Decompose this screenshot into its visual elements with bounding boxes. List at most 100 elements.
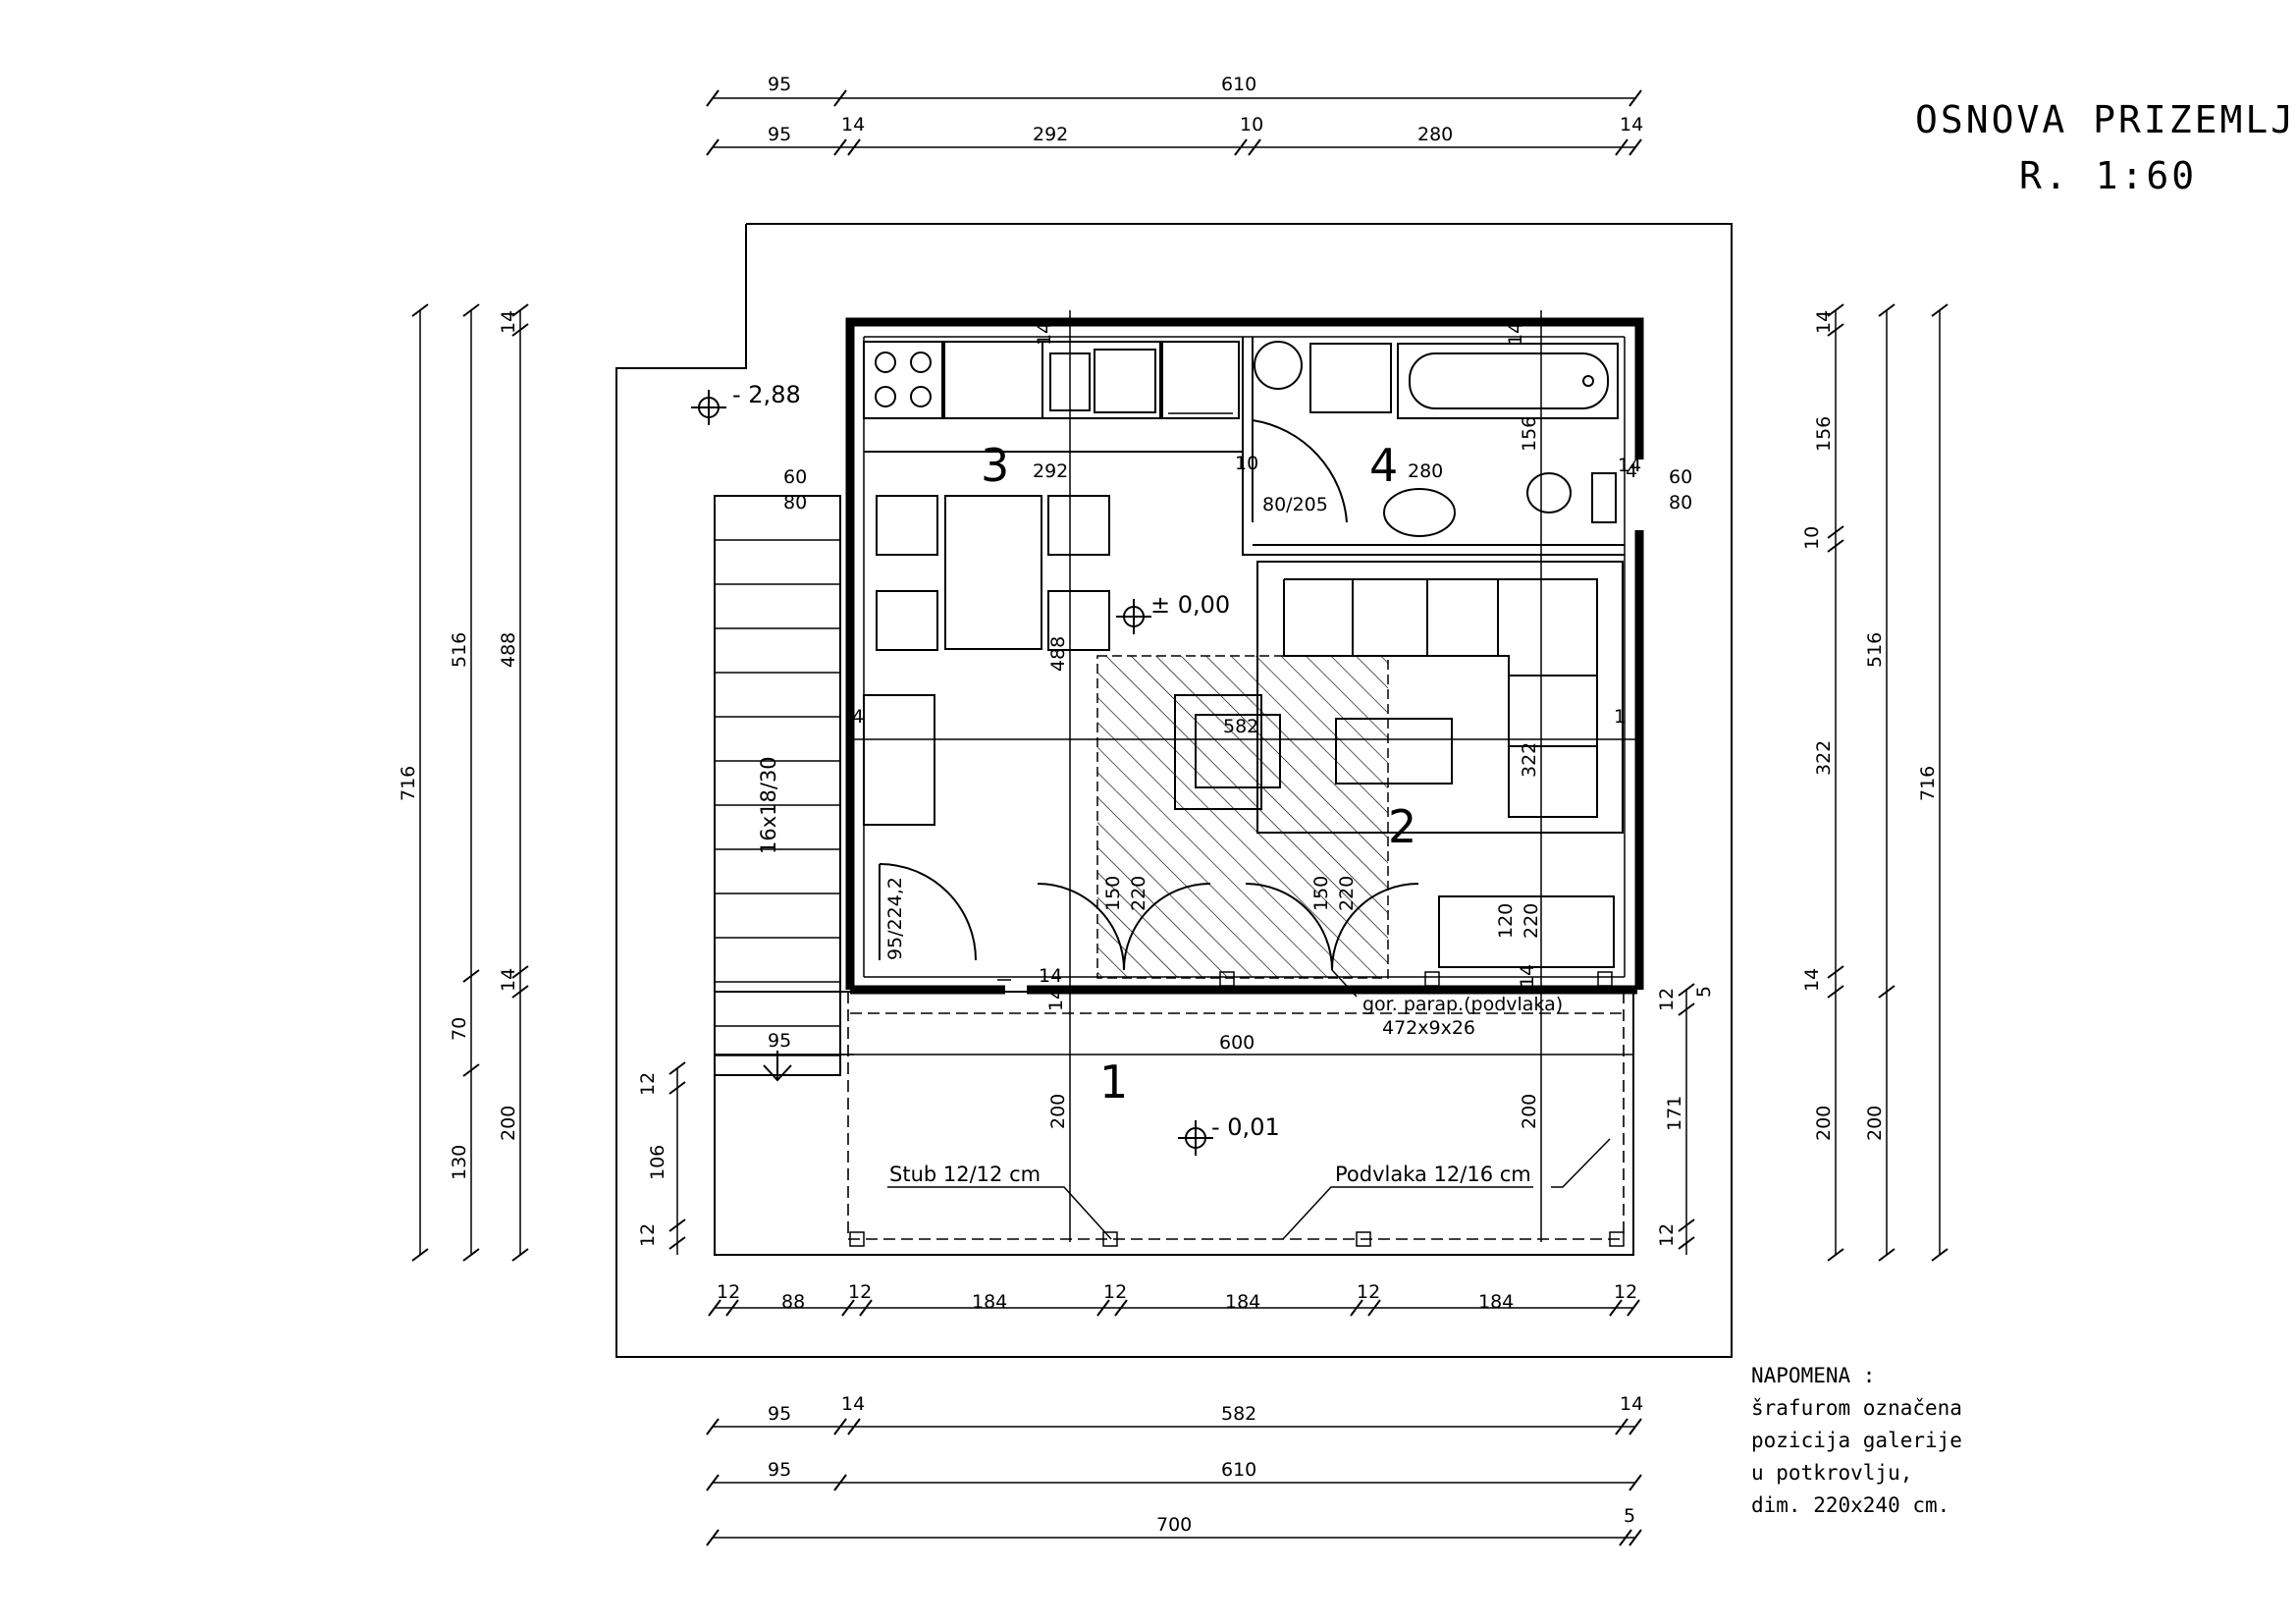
gallery-hatch-area (1096, 655, 1389, 979)
level-interior: ± 0,00 (1150, 591, 1230, 619)
dim-int-60b: 60 (1669, 466, 1692, 488)
dim-int-200a: 200 (1047, 1094, 1069, 1129)
dim-bot3-5: 5 (1624, 1505, 1635, 1527)
dim-int-60a: 60 (783, 466, 807, 488)
dim-left-130: 130 (449, 1145, 470, 1180)
dim-int-280: 280 (1408, 460, 1443, 482)
dim-int-582: 582 (1223, 716, 1258, 737)
note-heading: NAPOMENA : (1751, 1364, 1875, 1387)
dim-int-488: 488 (1047, 636, 1069, 672)
axis-lines (715, 310, 1637, 1242)
dim-int-292: 292 (1033, 460, 1068, 482)
dim-int-14a: 14 (1034, 322, 1055, 346)
dim-bot2-610: 610 (1221, 1459, 1256, 1481)
dim-right-12b: 12 (1656, 1223, 1678, 1247)
dim-left-14b: 14 (498, 968, 519, 992)
dim-int-600: 600 (1219, 1032, 1255, 1054)
dim-right-10: 10 (1801, 526, 1823, 550)
bath-door-label: 80/205 (1262, 494, 1328, 515)
dim-left-200: 200 (498, 1106, 519, 1141)
doors (879, 863, 1419, 971)
dim-col-12b: 12 (848, 1281, 872, 1303)
note-block: NAPOMENA : šrafurom označena pozicija ga… (1751, 1364, 1962, 1517)
dim-col-184c: 184 (1478, 1291, 1514, 1313)
dim-top1-95: 95 (768, 74, 791, 95)
dim-right-716: 716 (1917, 766, 1939, 801)
leader-lines (887, 969, 1611, 1240)
dim-left-12b: 12 (637, 1223, 659, 1247)
bathroom-fixtures (1252, 341, 1619, 537)
parapet-label: gor. parap.(podvlaka) (1362, 994, 1563, 1015)
note-line-2: pozicija galerije (1751, 1429, 1962, 1452)
dim-right-516: 516 (1864, 632, 1886, 668)
dim-int-80b: 80 (1669, 492, 1692, 514)
dim-top2-10: 10 (1240, 114, 1263, 135)
dim-left-488: 488 (498, 632, 519, 668)
plan-scale: R. 1:60 (2019, 154, 2197, 197)
entry-door-label: 95/224,2 (884, 877, 906, 960)
level-markers (691, 390, 1213, 1156)
dim-right-171: 171 (1664, 1096, 1685, 1131)
room-number-2: 2 (1388, 800, 1416, 853)
dim-int-220a: 220 (1128, 876, 1149, 911)
dim-int-150a: 150 (1102, 876, 1124, 911)
dimension-lines (419, 97, 1941, 1539)
dim-int-80a: 80 (783, 492, 807, 514)
walls (845, 317, 1644, 995)
terrace (714, 971, 1634, 1256)
dim-left-12a: 12 (637, 1072, 659, 1096)
dim-bot1-582: 582 (1221, 1403, 1256, 1425)
dim-col-184a: 184 (972, 1291, 1007, 1313)
dim-bot1-14b: 14 (1620, 1393, 1643, 1415)
dim-left-716: 716 (398, 766, 419, 801)
dim-bot1-95: 95 (768, 1403, 791, 1425)
dim-col-12a: 12 (717, 1281, 740, 1303)
dim-int-4b: 4 (1626, 460, 1637, 482)
dim-top2-95: 95 (768, 124, 791, 145)
dimension-ticks (411, 89, 1949, 1546)
dim-right-14a: 14 (1813, 310, 1835, 334)
plan-title: OSNOVA PRIZEMLJA (1915, 98, 2296, 141)
dim-int-220c: 220 (1521, 903, 1542, 939)
level-outside: - 2,88 (732, 381, 801, 408)
dim-int-1: 1 (1614, 706, 1626, 728)
dim-left-106: 106 (647, 1145, 668, 1180)
dim-int-10: 10 (1235, 453, 1258, 474)
dim-bot2-95: 95 (768, 1459, 791, 1481)
dim-col-184b: 184 (1225, 1291, 1260, 1313)
dim-int-220b: 220 (1336, 876, 1358, 911)
dim-right-322: 322 (1813, 740, 1835, 776)
dim-int-322: 322 (1519, 742, 1540, 778)
living-furniture (863, 561, 1624, 968)
room-number-1: 1 (1099, 1056, 1128, 1109)
dim-top2-280: 280 (1417, 124, 1453, 145)
dim-int-120: 120 (1495, 903, 1517, 939)
stair (714, 495, 841, 1082)
dim-int-14e: 14 (1517, 964, 1538, 988)
kitchen-furniture (863, 341, 1240, 419)
dim-int-14b: 14 (1505, 322, 1526, 346)
level-terrace: - 0,01 (1211, 1113, 1280, 1141)
dim-int-200b: 200 (1519, 1094, 1540, 1129)
note-line-1: šrafurom označena (1751, 1396, 1962, 1420)
dim-int-156: 156 (1519, 416, 1540, 452)
note-line-3: u potkrovlju, (1751, 1461, 1912, 1485)
dim-right-5: 5 (1693, 986, 1715, 998)
dim-top2-14a: 14 (841, 114, 865, 135)
dim-top1-610: 610 (1221, 74, 1256, 95)
dim-col-12c: 12 (1103, 1281, 1127, 1303)
dim-right-12a: 12 (1656, 988, 1678, 1011)
dim-col-88: 88 (781, 1291, 805, 1313)
dim-col-12e: 12 (1614, 1281, 1637, 1303)
room-number-4: 4 (1369, 439, 1398, 492)
dim-right-14b: 14 (1801, 968, 1823, 992)
dim-top2-292: 292 (1033, 124, 1068, 145)
dim-int-14d: 14 (1039, 965, 1062, 987)
dim-top2-14b: 14 (1620, 114, 1643, 135)
dim-left-70: 70 (449, 1017, 470, 1041)
note-line-4: dim. 220x240 cm. (1751, 1493, 1949, 1517)
dim-int-14c: 14 (1618, 455, 1641, 476)
dim-int-150b: 150 (1310, 876, 1332, 911)
dim-right-200b: 200 (1864, 1106, 1886, 1141)
